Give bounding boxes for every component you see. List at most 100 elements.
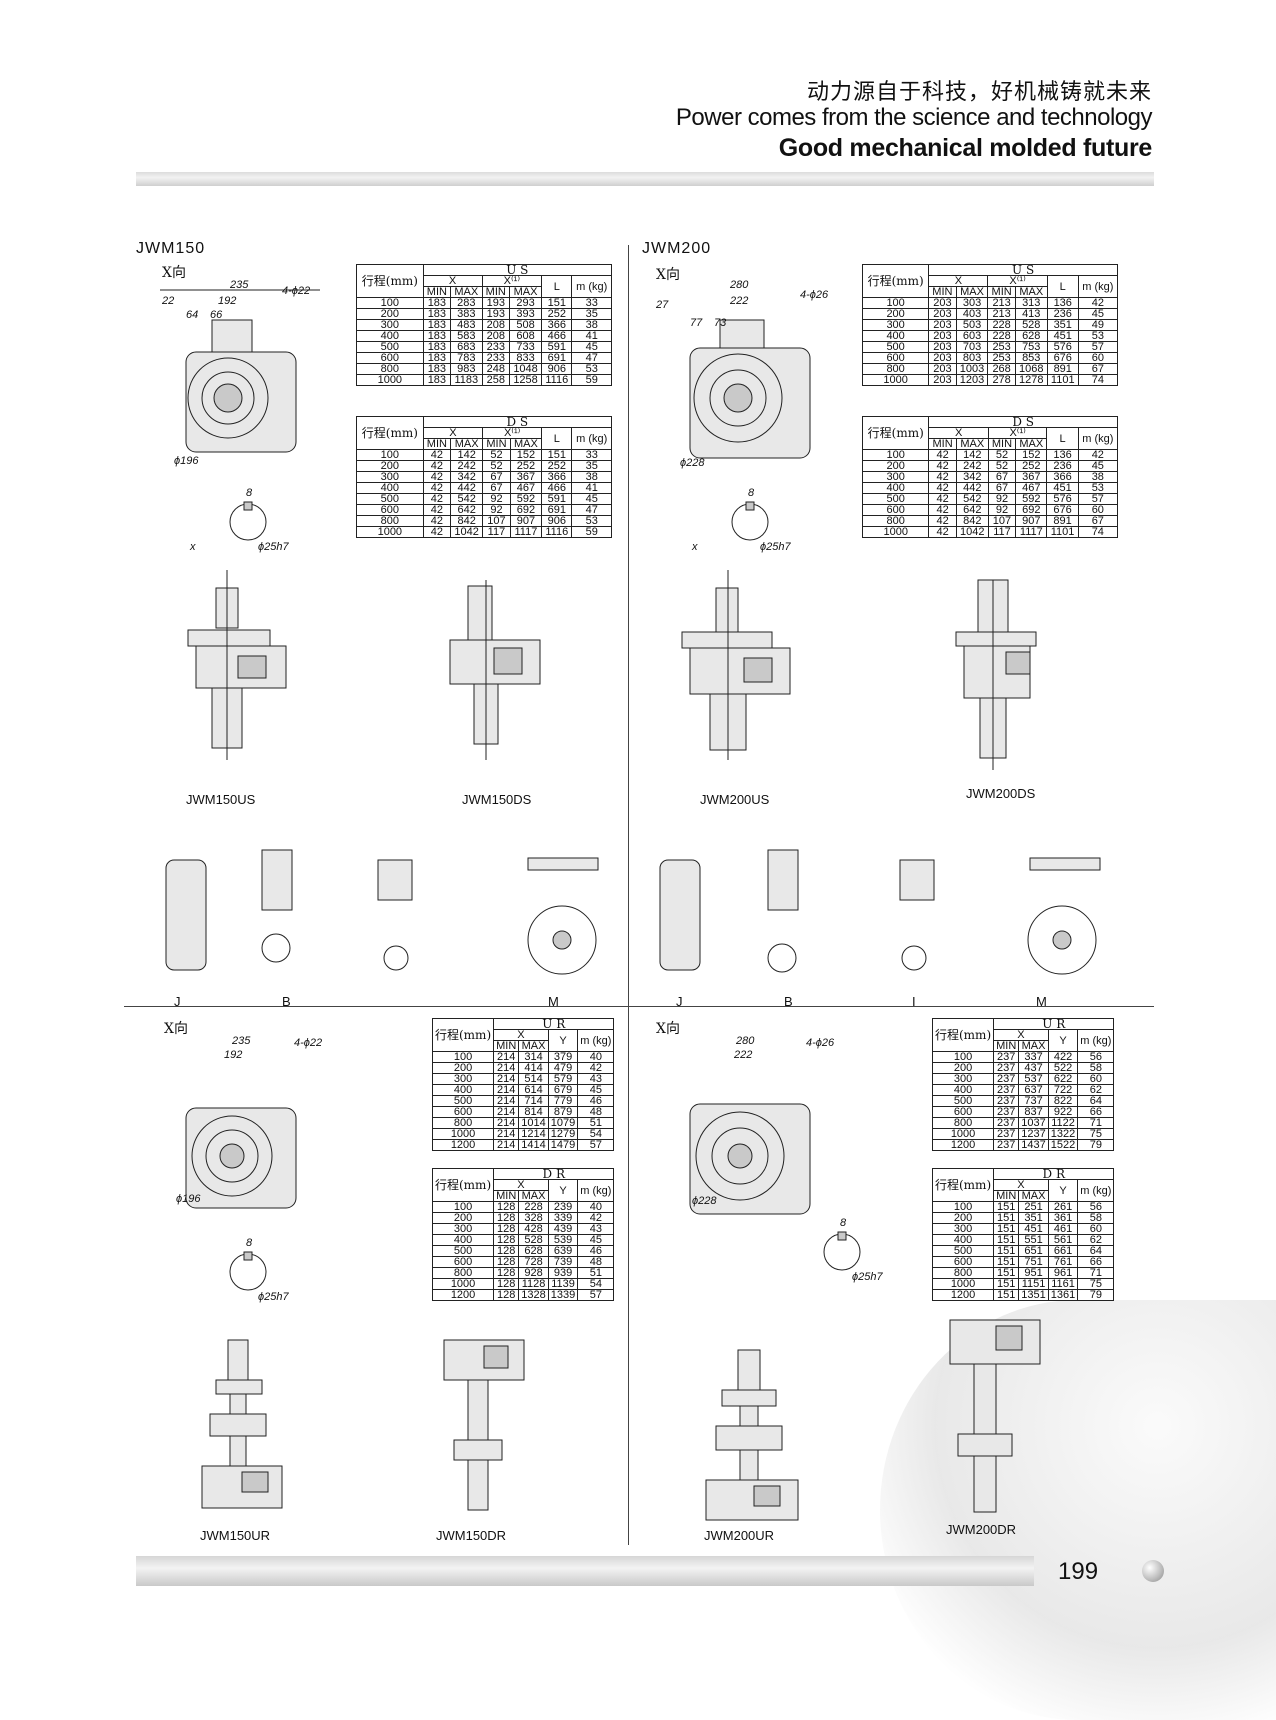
table-cell: 692 — [1015, 504, 1048, 516]
table-cell: 183 — [422, 330, 452, 342]
table-cell: 128 — [493, 1278, 520, 1290]
table-cell: 128 — [493, 1223, 520, 1235]
table-cell: 183 — [422, 363, 452, 375]
table-cell: 739 — [547, 1256, 579, 1268]
keyway-jwm150: 8 ϕ25h7 x — [189, 487, 289, 553]
acc-label: J — [174, 994, 181, 1009]
table-cell: 683 — [450, 341, 483, 353]
table-cell: 行程(mm) — [861, 416, 930, 450]
table-cell: 253 — [987, 341, 1016, 353]
table-cell: L — [1046, 275, 1079, 298]
table-cell: 67 — [1077, 515, 1119, 527]
table-cell: 203 — [928, 330, 957, 342]
table-cell: 313 — [1014, 297, 1048, 309]
table-cell: 142 — [450, 449, 484, 461]
table-cell: 42 — [577, 1212, 615, 1224]
table-cell: 67 — [482, 482, 511, 494]
dim-a: 235 — [231, 1035, 251, 1047]
table-cell: 128 — [493, 1245, 520, 1257]
table-cell: 203 — [928, 374, 957, 386]
table-cell: 252 — [509, 460, 543, 472]
table-cell: 56 — [1077, 1201, 1115, 1213]
table-cell: 79 — [1077, 1139, 1115, 1151]
table-cell: 49 — [1077, 319, 1119, 331]
table-cell: 57 — [577, 1139, 615, 1151]
table-cell: 214 — [493, 1106, 520, 1118]
table-cell: 75 — [1077, 1128, 1115, 1140]
table-cell: L — [541, 427, 573, 450]
table-cell: X — [928, 427, 989, 439]
table-cell: MIN — [987, 286, 1016, 298]
table-cell: 51 — [577, 1117, 615, 1129]
dim-a: 280 — [729, 279, 749, 291]
table-cell: 579 — [547, 1073, 579, 1085]
table-cell: 151 — [993, 1201, 1020, 1213]
table-cell: 42 — [577, 1062, 615, 1074]
table-cell: 237 — [993, 1106, 1020, 1118]
table-cell: 1258 — [508, 374, 543, 386]
table-cell: 183 — [422, 374, 452, 386]
model-label: JWM150UR — [200, 1528, 271, 1543]
table-cell: 92 — [987, 504, 1017, 516]
side-view-jwm150ur — [201, 1339, 283, 1509]
table-cell: 1000 — [356, 526, 424, 538]
table-cell: 117 — [987, 526, 1017, 538]
table-cell: 45 — [1077, 308, 1119, 320]
table-cell: 300 — [861, 319, 930, 331]
table-cell: 961 — [1047, 1267, 1079, 1279]
table-cell: 42 — [928, 449, 957, 461]
table-cell: 651 — [1018, 1245, 1049, 1257]
table-cell: 592 — [509, 493, 543, 505]
table-header-row: 行程(mm)U R — [931, 1018, 1115, 1052]
table-cell: Y — [547, 1029, 579, 1052]
table-cell: 237 — [993, 1095, 1020, 1107]
table-cell: 361 — [1047, 1212, 1079, 1224]
table-cell: 242 — [450, 460, 484, 472]
table-cell: 366 — [1046, 471, 1079, 483]
table-cell: 142 — [955, 449, 989, 461]
table-cell: 42 — [928, 471, 957, 483]
table-cell: 42 — [422, 493, 452, 505]
dim-holes: 4-ϕ26 — [800, 289, 829, 301]
table-cell: 41 — [571, 482, 612, 494]
table-cell: 351 — [1046, 319, 1079, 331]
table-cell: 151 — [993, 1212, 1020, 1224]
table-cell: 53 — [571, 363, 612, 375]
table-cell: 252 — [1015, 460, 1048, 472]
side-view-jwm150ds — [449, 580, 541, 760]
table-cell: 853 — [1014, 352, 1048, 364]
table-cell: 500 — [431, 1245, 495, 1257]
table-cell: 60 — [1077, 352, 1119, 364]
dim-b: 192 — [218, 295, 236, 307]
table-cell: 45 — [1077, 460, 1119, 472]
table-cell: 628 — [1014, 330, 1048, 342]
header-slogan-cn: 动力源自于科技，好机械铸就未来 — [806, 80, 1152, 105]
table-cell: 42 — [422, 471, 452, 483]
table-cell: 842 — [450, 515, 484, 527]
table-cell: 783 — [450, 352, 483, 364]
table-cell: 814 — [518, 1106, 549, 1118]
table-cell: 107 — [987, 515, 1017, 527]
table-cell: 1117 — [1015, 526, 1048, 538]
header-slogan-en-bold: Good mechanical molded future — [778, 134, 1153, 162]
table-cell: 1068 — [1014, 363, 1048, 375]
table-cell: 200 — [931, 1212, 995, 1224]
table-cell: 1101 — [1046, 526, 1079, 538]
table-cell: 208 — [481, 330, 510, 342]
table-cell: 42 — [422, 504, 452, 516]
table-cell: 1200 — [931, 1289, 995, 1301]
table-cell: 800 — [431, 1117, 495, 1129]
table-cell: 300 — [861, 471, 930, 483]
